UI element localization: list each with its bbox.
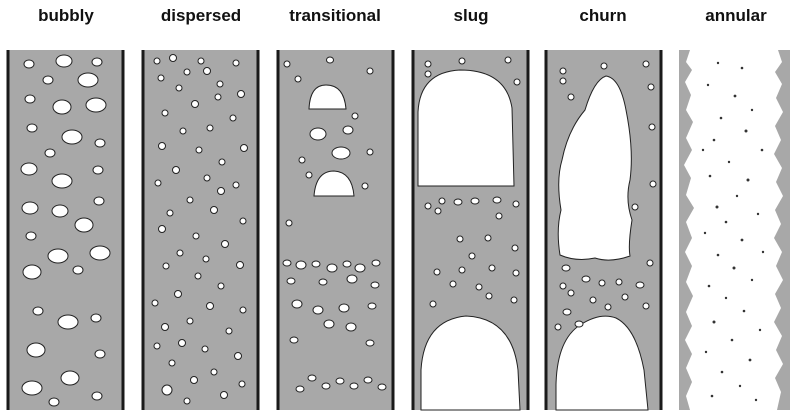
tube-churn — [546, 50, 661, 410]
tube-dispersed — [143, 50, 258, 410]
tube-transitional — [278, 50, 393, 410]
gas-core — [679, 50, 790, 410]
tube-slug — [413, 50, 528, 410]
tube-annular — [679, 50, 790, 410]
taylor-bubble-upper — [418, 70, 514, 186]
tube-bubbly — [8, 50, 123, 410]
